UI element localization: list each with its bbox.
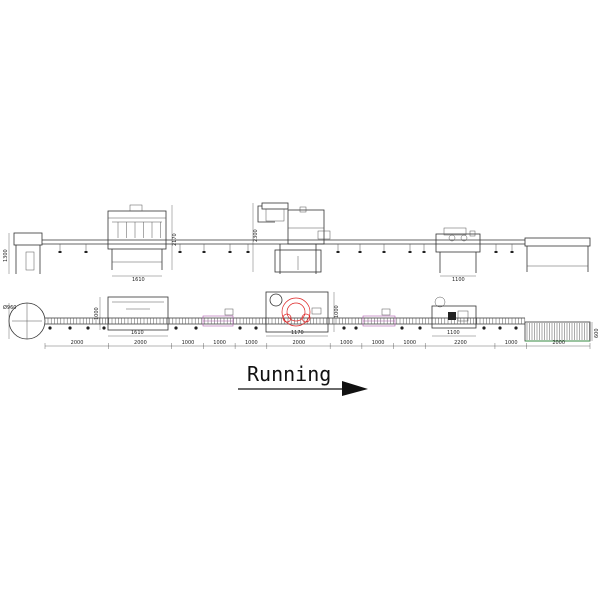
dim-turntable-dia: Ø960 (3, 304, 16, 311)
capping-machine-plan: 1000 1170 (265, 291, 340, 337)
chain-label: 2000 (71, 340, 84, 346)
dim-capper-width: 1170 (291, 330, 304, 336)
dim-filler-width: 1610 (132, 277, 145, 283)
transfer-section-2 (362, 308, 396, 327)
conveyor-post (174, 326, 178, 330)
conveyor-foot (422, 251, 426, 253)
conveyor-plan (45, 317, 526, 330)
conveyor-post (342, 326, 346, 330)
chain-label: 2000 (292, 340, 305, 346)
conveyor-post (482, 326, 486, 330)
chain-label: 1000 (372, 340, 385, 346)
conveyor-post (86, 326, 90, 330)
conveyor-post (354, 326, 358, 330)
conveyor-post (194, 326, 198, 330)
conveyor-foot (408, 251, 412, 253)
collection-table-elevation (524, 237, 591, 272)
conveyor-post (238, 326, 242, 330)
conveyor-foot (84, 251, 88, 253)
chain-label: 1000 (403, 340, 416, 346)
conveyor-post (68, 326, 72, 330)
capping-machine-elevation: 2300 (252, 202, 331, 274)
conveyor-post (498, 326, 502, 330)
conveyor-post (254, 326, 258, 330)
elevation-view: 1300 1610 2170 (3, 202, 591, 283)
dim-labeler-width-plan: 1100 (447, 330, 460, 336)
conveyor-foot (228, 251, 232, 253)
conveyor-elevation (42, 239, 525, 253)
conveyor-foot (178, 251, 182, 253)
conveyor-foot (246, 251, 250, 253)
bottom-dimension-chain: 2000 2000 1000 1000 1000 2000 1000 1000 1000 2200… (44, 340, 591, 349)
labeling-machine-elevation: 1100 (435, 227, 481, 283)
chain-label: 2000 (134, 340, 147, 346)
chain-label: 2000 (552, 340, 565, 346)
dim-filler-height: 2170 (172, 233, 178, 246)
conveyor-foot (510, 251, 514, 253)
chain-label: 2200 (454, 340, 467, 346)
conveyor-foot (358, 251, 362, 253)
conveyor-foot (494, 251, 498, 253)
conveyor-foot (58, 251, 62, 253)
running-indicator: Running (238, 362, 368, 396)
chain-label: 1000 (340, 340, 353, 346)
dim-accum-depth: 600 (594, 328, 600, 338)
conveyor-foot (382, 251, 386, 253)
conveyor-foot (202, 251, 206, 253)
chain-label: 1000 (245, 340, 258, 346)
accumulation-table-plan: 600 (524, 321, 600, 342)
chain-label: 1000 (182, 340, 195, 346)
transfer-section-1 (202, 308, 234, 327)
chain-label: 1000 (213, 340, 226, 346)
dim-capper-height: 2300 (253, 229, 259, 242)
filling-machine-plan: 1000 1610 (94, 296, 169, 337)
conveyor-post (418, 326, 422, 330)
conveyor-post (48, 326, 52, 330)
dim-capper-depth: 1000 (334, 305, 340, 318)
conveyor-post (514, 326, 518, 330)
dim-filler-depth: 1000 (94, 307, 100, 320)
conveyor-post (102, 326, 106, 330)
feed-table-elevation: 1300 (3, 232, 43, 274)
running-label: Running (247, 362, 331, 386)
dim-labeler-width: 1100 (452, 277, 465, 283)
labeling-machine-plan: 1100 (431, 296, 477, 337)
filling-machine-elevation: 1610 2170 (107, 204, 178, 283)
running-arrow-head (342, 381, 368, 396)
plan-view: Ø960 1000 1610 (3, 291, 600, 349)
conveyor-foot (336, 251, 340, 253)
dim-filler-width-plan: 1610 (131, 330, 144, 336)
turntable-plan: Ø960 (3, 302, 46, 340)
dim-left-height: 1300 (3, 249, 9, 262)
conveyor-post (400, 326, 404, 330)
chain-label: 1000 (505, 340, 518, 346)
